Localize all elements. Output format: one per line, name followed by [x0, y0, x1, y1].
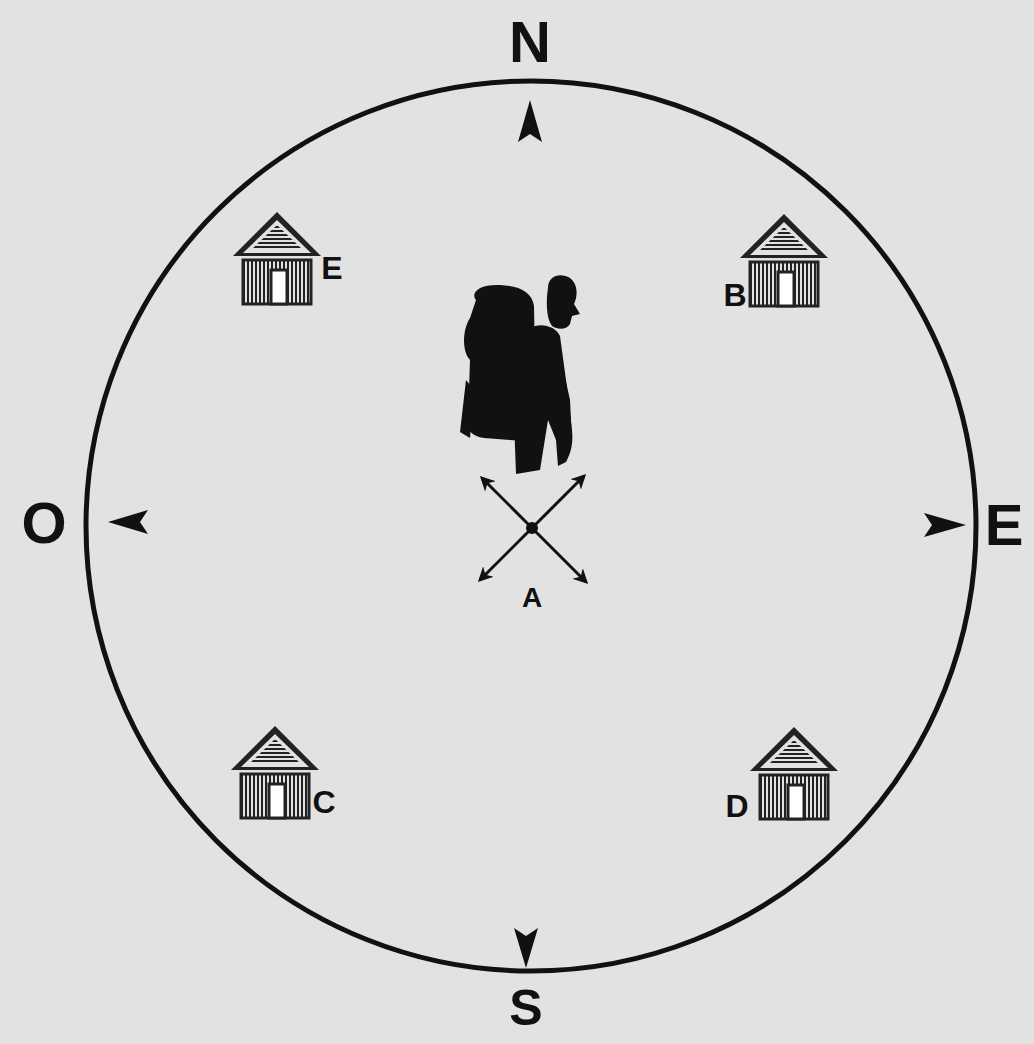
house-icon — [231, 726, 319, 818]
hiker-silhouette — [460, 275, 580, 474]
point-letter: A — [522, 584, 542, 612]
direction-arrows — [480, 476, 586, 582]
cardinal-letter: N — [509, 13, 551, 71]
house-icon — [740, 214, 828, 306]
house-icon — [750, 727, 838, 819]
house-letter: D — [725, 790, 748, 822]
house-letter: B — [723, 279, 746, 311]
house-letter: C — [312, 786, 335, 818]
east-arrowhead — [924, 513, 966, 537]
house-letter: E — [321, 252, 342, 284]
centre-point — [526, 522, 538, 534]
house-icon — [233, 212, 321, 304]
cardinal-letter: O — [21, 494, 66, 552]
cardinal-letter: S — [509, 983, 542, 1033]
cardinal-letter: E — [985, 496, 1024, 554]
south-arrowhead — [514, 928, 538, 968]
west-arrowhead — [108, 510, 148, 534]
compass-ring — [86, 81, 976, 971]
north-arrowhead — [518, 100, 542, 142]
